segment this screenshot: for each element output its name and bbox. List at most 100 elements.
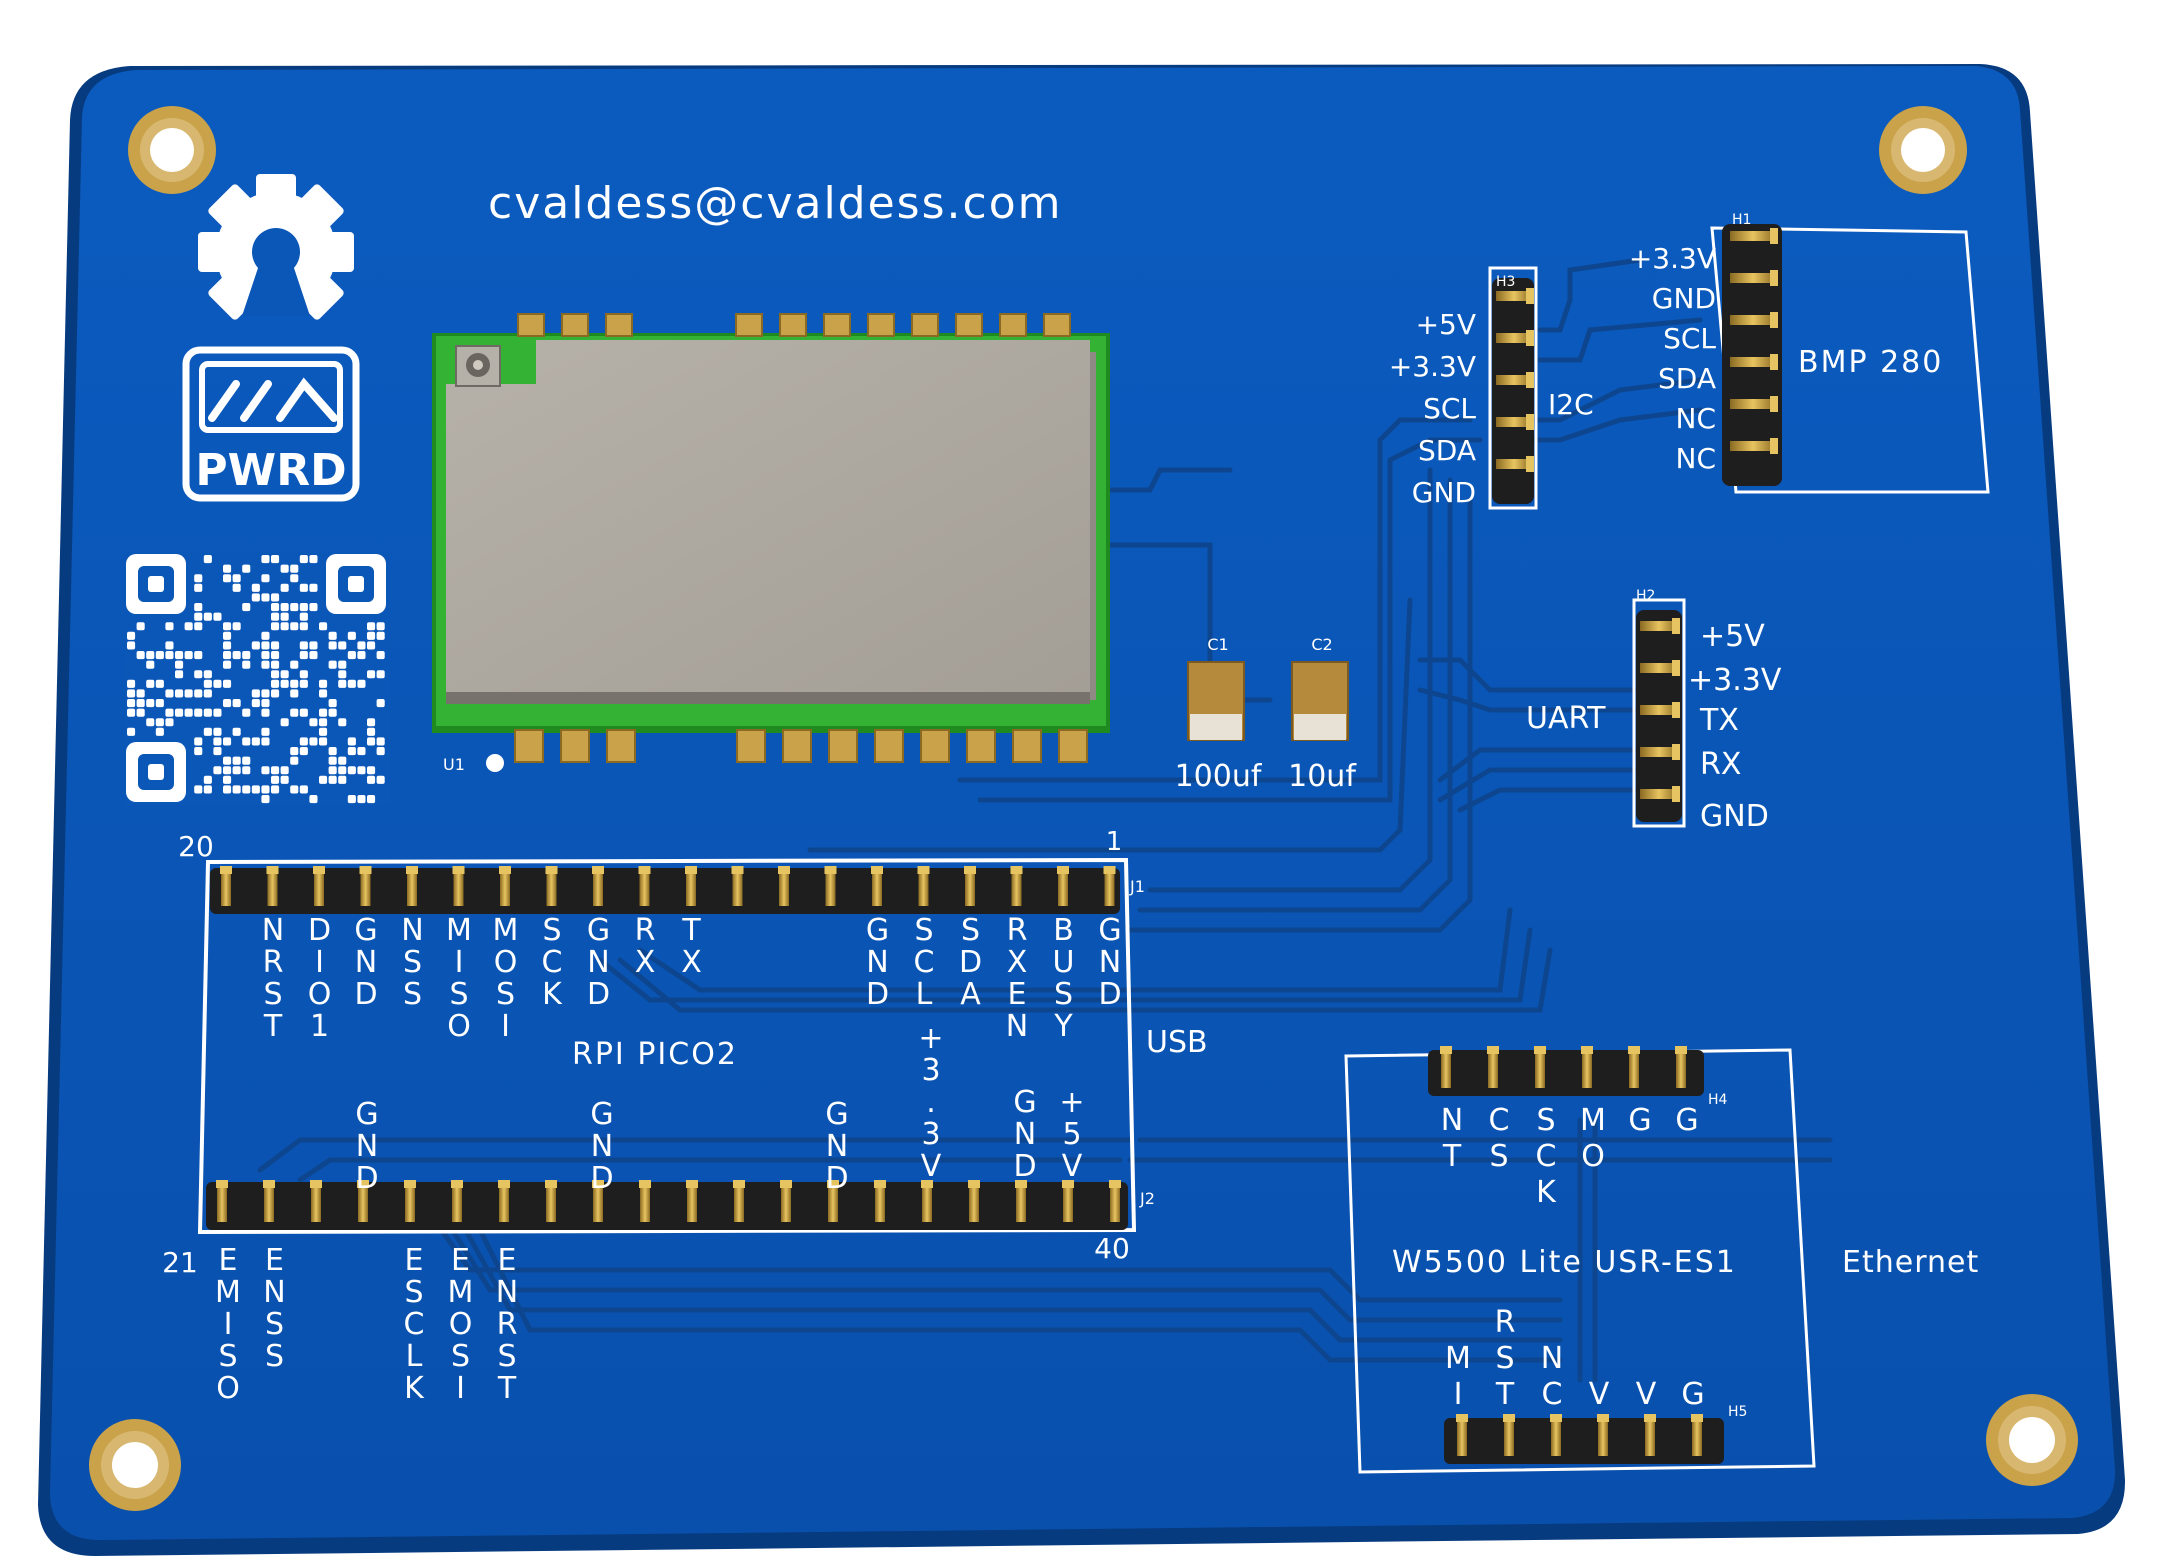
qr-module (271, 612, 280, 621)
qr-module (127, 641, 136, 650)
header-pin (1645, 1418, 1655, 1456)
bmp280-label: BMP 280 (1798, 345, 1943, 380)
h5-pin-label: V (1589, 1377, 1610, 1412)
qr-module (136, 708, 145, 717)
qr-module (309, 603, 318, 612)
pin1-marker (486, 754, 504, 772)
qr-module (367, 775, 376, 784)
qr-module (232, 699, 241, 708)
lora-module-u1: U1 (432, 313, 1110, 774)
h1-pin-label: GND (1652, 282, 1716, 315)
qr-module (290, 785, 299, 794)
qr-module (319, 689, 328, 698)
qr-module (136, 622, 145, 631)
header-pin-tip (917, 866, 930, 874)
qr-module (299, 670, 308, 679)
header-pin-tip (1672, 702, 1680, 718)
qr-module (290, 574, 299, 583)
h1-ref: H1 (1732, 212, 1751, 228)
mounting-hole-top-left (128, 106, 216, 194)
header-pin (1496, 375, 1532, 385)
header-pin (314, 870, 324, 906)
qr-module (127, 689, 136, 698)
qr-module (347, 651, 356, 660)
header-pin (1535, 1050, 1545, 1088)
h4-pin-label: G (1628, 1103, 1651, 1138)
qr-module (146, 679, 155, 688)
header-pin-tip (1010, 866, 1023, 874)
qr-module (261, 699, 270, 708)
qr-module (194, 603, 203, 612)
qr-module (203, 612, 212, 621)
qr-module (338, 670, 347, 679)
qr-module (251, 583, 260, 592)
header-pin-tip (310, 1180, 322, 1188)
qr-module (338, 756, 347, 765)
header-pin-tip (731, 866, 744, 874)
qr-module (328, 756, 337, 765)
header-pin (499, 1184, 509, 1222)
qr-module (223, 737, 232, 746)
header-pin (922, 1184, 932, 1222)
qr-module (261, 641, 270, 650)
qr-module (261, 651, 270, 660)
qr-module (184, 689, 193, 698)
qr-module (319, 775, 328, 784)
qr-module (184, 708, 193, 717)
qr-module (203, 689, 212, 698)
header-pin-tip (824, 866, 837, 874)
email-silkscreen: cvaldess@cvaldess.com (488, 178, 1063, 229)
qr-module (280, 718, 289, 727)
h4-pin-label: G (1675, 1103, 1698, 1138)
qr-module (290, 756, 299, 765)
qr-module (280, 766, 289, 775)
header-pin (918, 870, 929, 906)
qr-module (376, 651, 385, 660)
h1-pin-label: SCL (1663, 322, 1716, 355)
qr-module (309, 555, 318, 564)
header-pin (264, 1184, 274, 1222)
header-pin-tip (1062, 1180, 1074, 1188)
qr-module (280, 670, 289, 679)
qr-module (280, 679, 289, 688)
header-pin (360, 870, 371, 906)
header-pin-tip (1109, 1180, 1121, 1188)
qr-module (175, 689, 184, 698)
qr-module (290, 708, 299, 717)
qr-module (367, 718, 376, 727)
qr-module (271, 593, 280, 602)
header-pin-tip (733, 1180, 745, 1188)
mounting-hole-bottom-right (1986, 1394, 2078, 1486)
header-pin-tip (1526, 288, 1534, 304)
header-pin (217, 1184, 227, 1222)
header-pin (593, 870, 603, 906)
qr-module (242, 785, 251, 794)
qr-module (328, 631, 337, 640)
qr-module (376, 747, 385, 756)
qr-module (165, 689, 174, 698)
qr-module (299, 708, 308, 717)
qr-module (328, 747, 337, 756)
header-pin-tip (1456, 1414, 1468, 1422)
qr-module (309, 737, 318, 746)
qr-module (338, 679, 347, 688)
qr-module (376, 775, 385, 784)
j1-pin20: 20 (178, 830, 214, 863)
qr-module (242, 766, 251, 775)
qr-module (290, 689, 299, 698)
qr-module (367, 766, 376, 775)
qr-module (376, 737, 385, 746)
w5500-label: W5500 Lite USR-ES1 (1392, 1245, 1737, 1280)
qr-module (232, 785, 241, 794)
qr-module (203, 727, 212, 736)
